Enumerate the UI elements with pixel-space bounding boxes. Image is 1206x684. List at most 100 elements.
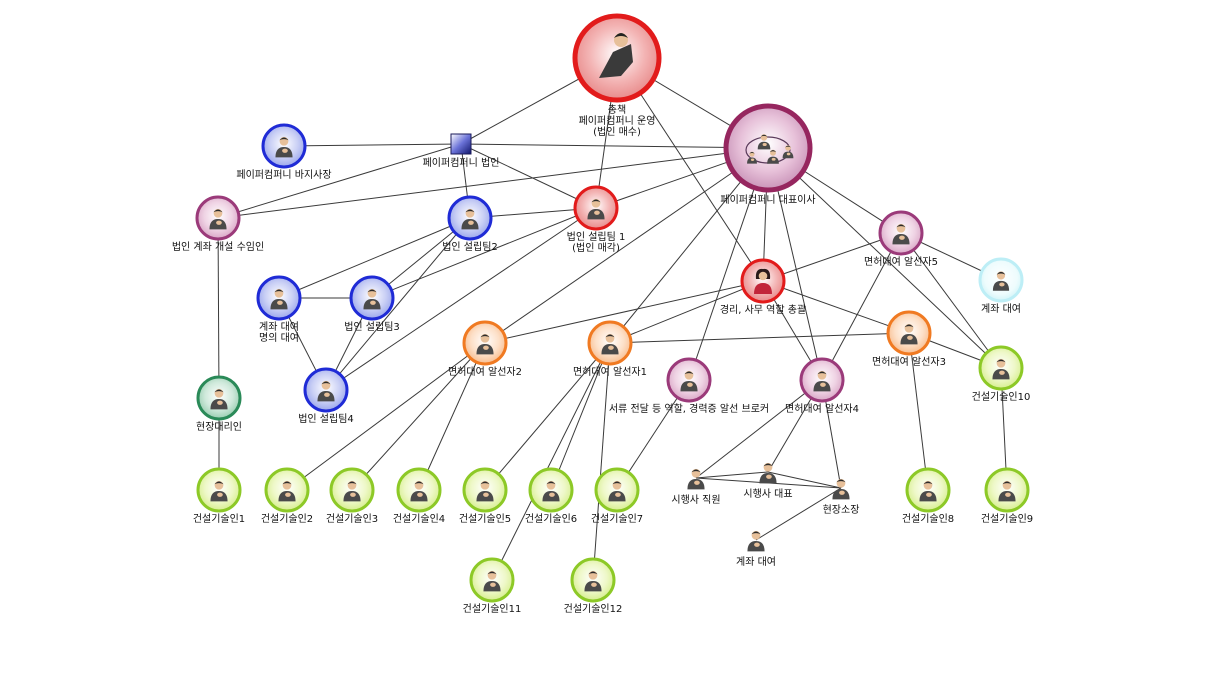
node-label-tech2: 건설기술인2 (261, 513, 313, 525)
edge-devceo-sitemgr (767, 471, 842, 489)
node-ring (666, 357, 712, 403)
node-ring (329, 467, 375, 513)
edge-broker3-tech8 (908, 332, 929, 491)
node-corp[interactable]: 페이퍼컴퍼니 법인 (423, 133, 500, 169)
node-vp[interactable]: 페이퍼컴퍼니 바지사장 (236, 123, 332, 181)
node-setup2[interactable]: 법인 설립팀2 (442, 195, 498, 253)
node-devceo[interactable]: 시행사 대표 (743, 462, 793, 500)
edge-accounting-broker3 (762, 280, 910, 334)
node-acctloan1[interactable]: 계좌 대여 (978, 257, 1024, 315)
person-icon (813, 370, 831, 392)
group-member-icon (767, 149, 779, 164)
node-ring (528, 467, 574, 513)
node-ring (447, 195, 493, 241)
node-ring (196, 375, 242, 421)
node-ceo[interactable]: 페이퍼컴퍼니 대표이사 (720, 103, 816, 206)
node-tech12[interactable]: 건설기술인12 (564, 557, 623, 615)
node-setup4[interactable]: 법인 설립팀4 (298, 367, 354, 425)
node-label-boss: 페이퍼컴퍼니 운영 (579, 115, 656, 127)
group-member-icon (757, 134, 771, 150)
node-acctloan2[interactable]: 계좌 대여 (736, 530, 776, 568)
edge-sitemgr-acctloan2 (755, 487, 842, 541)
group-member-icon (747, 151, 757, 164)
node-tech6[interactable]: 건설기술인6 (525, 467, 577, 525)
edge-ceo-acct (217, 147, 769, 219)
node-setup3[interactable]: 법인 설립팀3 (344, 275, 400, 333)
node-label-broker4: 면허대여 알선자4 (785, 403, 859, 415)
node-tech4[interactable]: 건설기술인4 (393, 467, 445, 525)
node-tech1[interactable]: 건설기술인1 (193, 467, 245, 525)
node-label-docbroker: 서류 전달 등 역할, 경력증 알선 브로커 (609, 402, 769, 415)
node-label-loanname: 명의 대여 (259, 332, 299, 344)
node-broker2[interactable]: 면허대여 알선자2 (448, 320, 522, 378)
node-label-tech7: 건설기술인7 (591, 513, 643, 525)
node-tech2[interactable]: 건설기술인2 (261, 467, 313, 525)
node-label-tech6: 건설기술인6 (525, 513, 577, 525)
node-ring (195, 195, 241, 241)
node-ring (886, 310, 932, 356)
node-ring (196, 467, 242, 513)
node-ring (740, 258, 786, 304)
edge-broker1-broker3 (609, 332, 910, 344)
node-ring (303, 367, 349, 413)
node-broker1[interactable]: 면허대여 알선자1 (573, 320, 647, 378)
node-broker4[interactable]: 면허대여 알선자4 (785, 357, 859, 415)
node-tech3[interactable]: 건설기술인3 (326, 467, 378, 525)
node-acct[interactable]: 법인 계좌 개설 수임인 (172, 195, 264, 253)
node-label-tech3: 건설기술인3 (326, 513, 378, 525)
node-tech7[interactable]: 건설기술인7 (591, 467, 643, 525)
person-icon (601, 333, 619, 355)
node-ring (396, 467, 442, 513)
edge-ceo-broker2 (484, 147, 769, 344)
node-label-acctloan1: 계좌 대여 (981, 303, 1021, 315)
node-tech9[interactable]: 건설기술인9 (981, 467, 1033, 525)
node-tech10[interactable]: 건설기술인10 (972, 345, 1031, 403)
node-ring (978, 345, 1024, 391)
node-label-vp: 페이퍼컴퍼니 바지사장 (236, 169, 331, 181)
node-label-tech11: 건설기술인11 (463, 603, 522, 615)
node-label-tech10: 건설기술인10 (972, 391, 1031, 403)
edge-corp-vp (283, 143, 462, 147)
edge-accounting-broker5 (762, 232, 902, 282)
node-docbroker[interactable]: 서류 전달 등 역할, 경력증 알선 브로커 (609, 357, 769, 415)
person-icon (275, 136, 293, 158)
node-ring (587, 320, 633, 366)
node-label-site: 현장대리인 (196, 421, 242, 433)
edge-broker2-tech3 (351, 342, 486, 491)
node-tech5[interactable]: 건설기술인5 (459, 467, 511, 525)
node-label-acct: 법인 계좌 개설 수임인 (172, 240, 264, 253)
node-label-setup2: 법인 설립팀2 (442, 240, 498, 253)
node-broker5[interactable]: 면허대여 알선자5 (864, 210, 938, 268)
edge-corp-ceo (460, 143, 769, 149)
edge-broker1-tech5 (484, 342, 611, 491)
person-icon (317, 380, 335, 402)
edge-acct-site (217, 217, 220, 399)
node-ring (462, 467, 508, 513)
node-broker3[interactable]: 면허대여 알선자3 (872, 310, 946, 368)
node-tech8[interactable]: 건설기술인8 (902, 467, 954, 525)
person-icon (476, 333, 494, 355)
edge-broker2-tech2 (286, 342, 486, 491)
node-setup1[interactable]: 법인 설립팀 1(법인 매각) (567, 185, 626, 254)
node-tech11[interactable]: 건설기술인11 (463, 557, 522, 615)
edge-broker1-tech6 (550, 342, 611, 491)
node-label-setup1: (법인 매각) (572, 242, 620, 254)
node-label-boss: 총책 (608, 104, 626, 116)
node-staff[interactable]: 시행사 직원 (671, 468, 721, 506)
person-icon (210, 480, 228, 502)
node-site[interactable]: 현장대리인 (196, 375, 242, 433)
person-icon (919, 480, 937, 502)
node-ring (878, 210, 924, 256)
node-sitemgr[interactable]: 현장소장 (823, 478, 860, 516)
person-icon (476, 480, 494, 502)
node-label-broker1: 면허대여 알선자1 (573, 366, 647, 378)
person-icon (363, 288, 381, 310)
node-accounting[interactable]: 경리, 사무 역할 총괄 (720, 258, 806, 316)
node-ring (978, 257, 1024, 303)
person-icon (209, 208, 227, 230)
node-ring (570, 557, 616, 603)
person-icon (343, 480, 361, 502)
